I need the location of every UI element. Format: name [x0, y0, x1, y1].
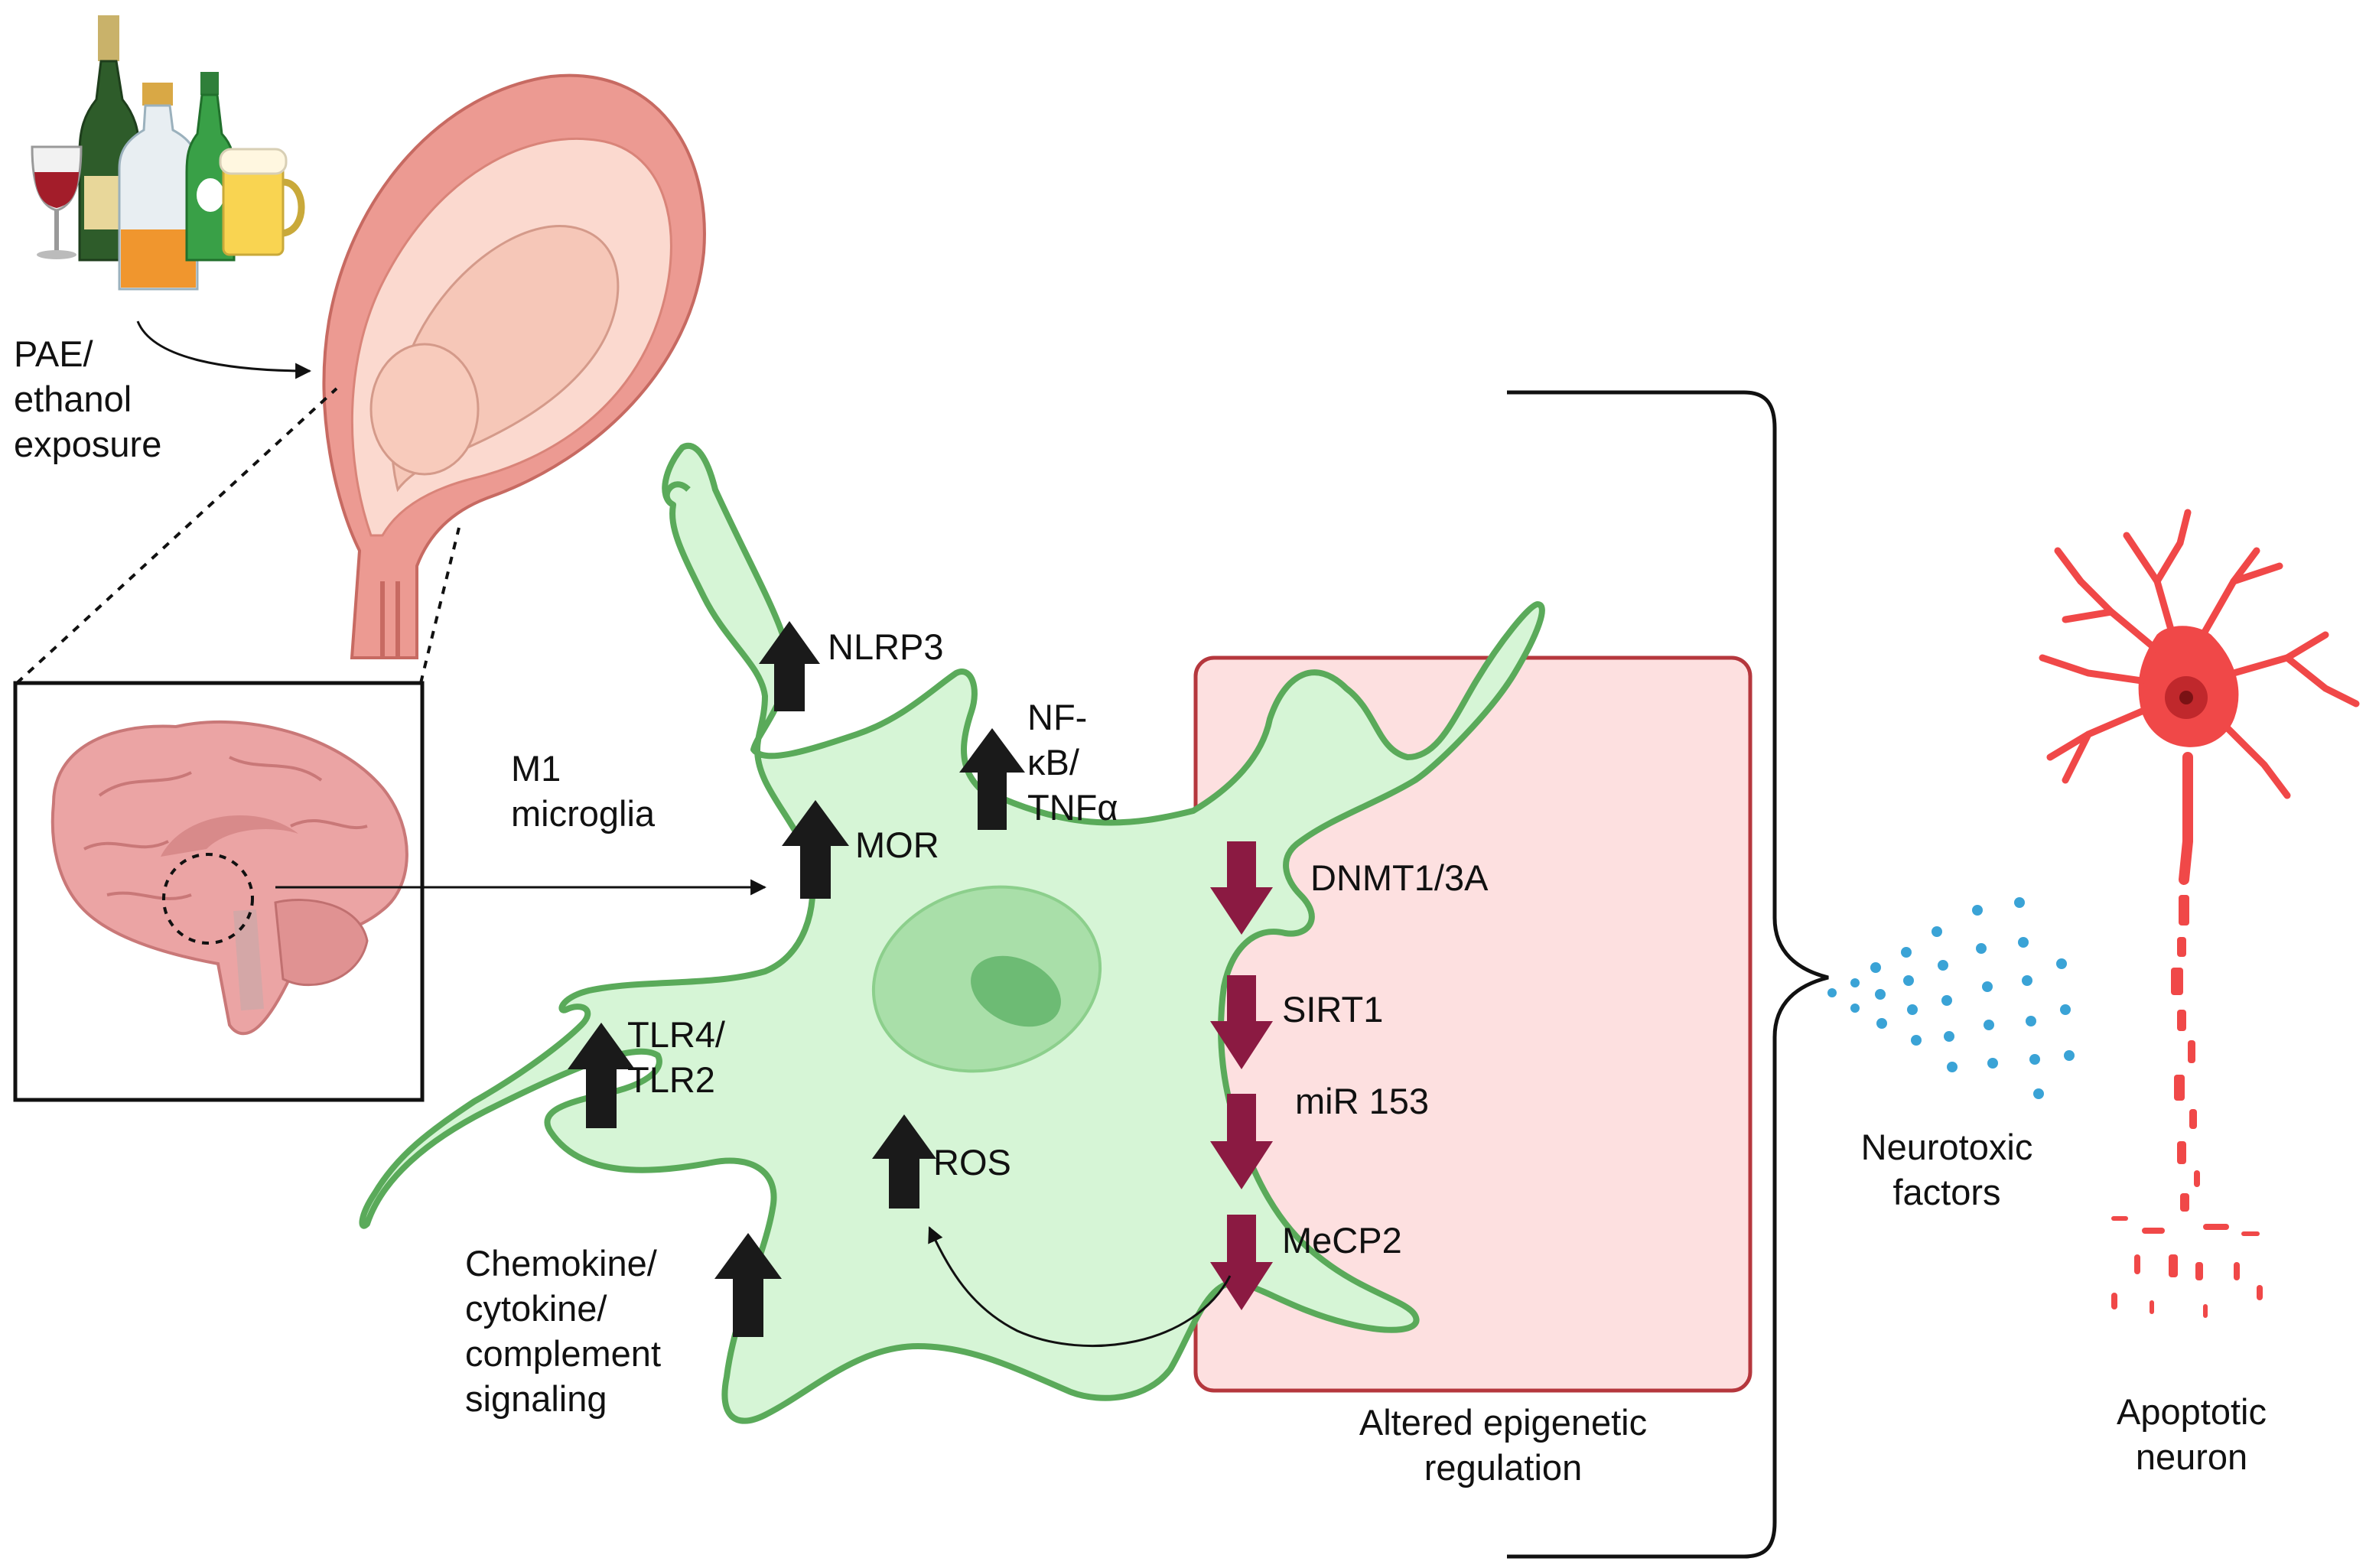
down-arrow-mir — [1210, 1094, 1273, 1189]
up-arrow-nlrp3 — [759, 621, 820, 711]
epigenetic-label: Altered epigenetic regulation — [1359, 1402, 1648, 1488]
mor-label: MOR — [855, 825, 939, 865]
pregnant-uterus-icon — [322, 73, 706, 659]
neurotoxic-droplets-icon — [1827, 897, 2075, 1099]
ros-label: ROS — [933, 1142, 1011, 1183]
mecp2-label: MeCP2 — [1282, 1220, 1402, 1261]
dnmt-label: DNMT1/3A — [1310, 857, 1489, 898]
nlrp3-label: NLRP3 — [828, 626, 944, 667]
down-arrow-sirt1 — [1210, 975, 1273, 1069]
neurotoxic-label: Neurotoxic factors — [1860, 1127, 2033, 1212]
tlr-label: TLR4/ TLR2 — [627, 1014, 725, 1100]
curly-brace — [1507, 390, 1829, 1559]
up-arrow-chemokine — [714, 1233, 782, 1337]
nfkb-label: NF- κB/ TNFα — [1027, 697, 1118, 828]
down-arrow-dnmt — [1210, 841, 1273, 935]
apoptotic-neuron-icon — [2039, 509, 2360, 1318]
up-arrow-tlr — [568, 1023, 635, 1128]
apoptotic-label: Apoptotic neuron — [2117, 1391, 2267, 1477]
alcohol-bottles-icon — [31, 15, 305, 291]
chemokine-label: Chemokine/ cytokine/ complement signalin… — [465, 1243, 661, 1419]
microglia-label: M1 microglia — [511, 748, 656, 834]
up-arrow-mor — [782, 800, 849, 899]
exposure-label: PAE/ ethanol exposure — [14, 333, 162, 464]
down-arrow-mecp2 — [1210, 1215, 1273, 1310]
up-arrow-nfkb — [959, 728, 1025, 830]
up-arrow-ros — [872, 1114, 936, 1209]
brain-icon — [50, 720, 408, 1036]
mir-label: miR 153 — [1295, 1081, 1430, 1121]
sirt1-label: SIRT1 — [1282, 989, 1384, 1030]
